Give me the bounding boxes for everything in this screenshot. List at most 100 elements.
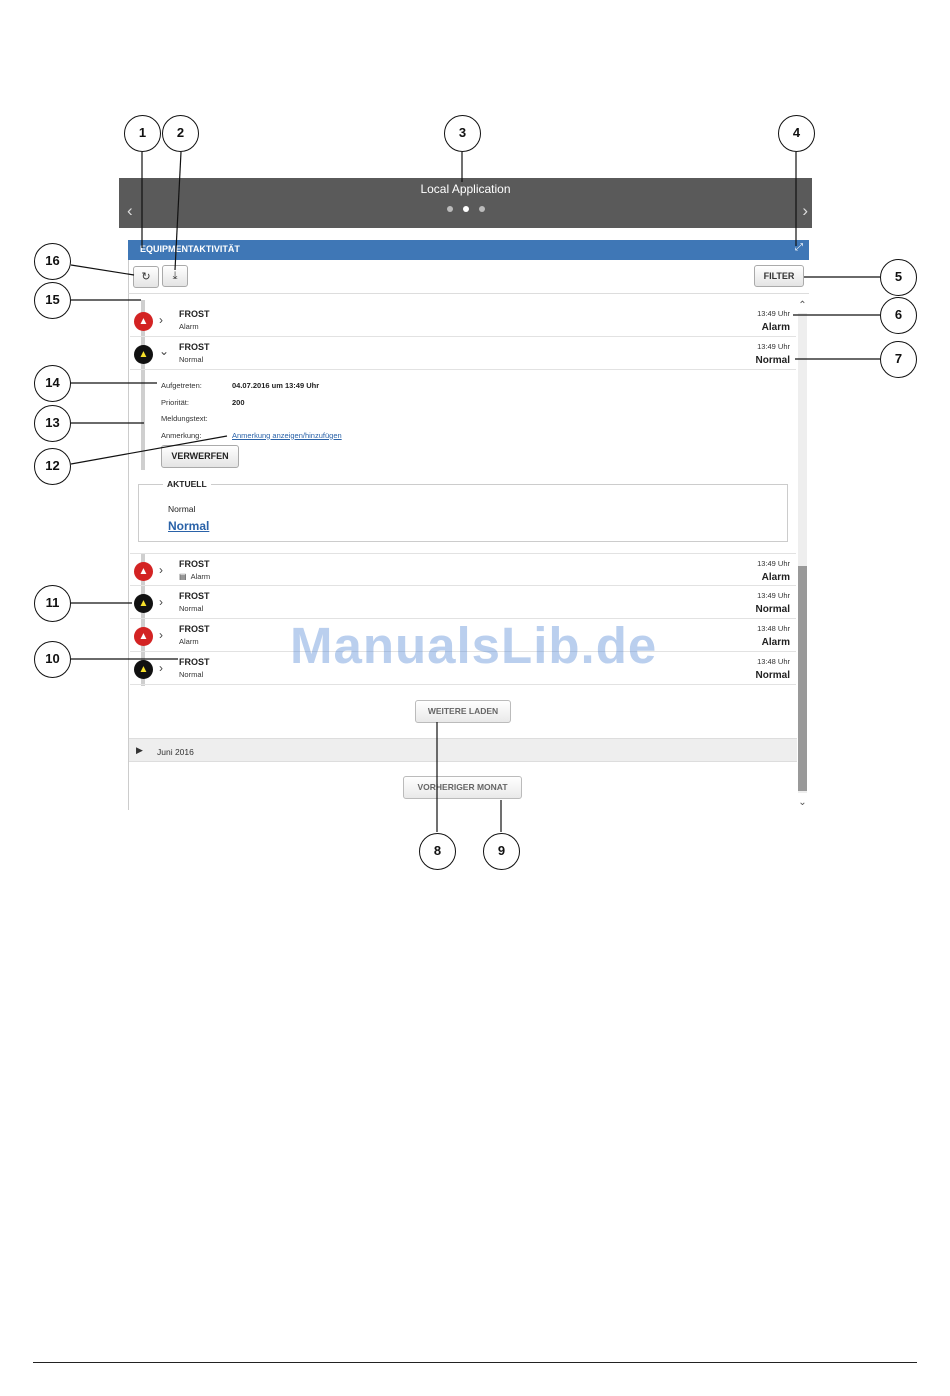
event-time: 13:49 Uhr xyxy=(757,591,790,600)
event-time: 13:49 Uhr xyxy=(757,309,790,318)
event-name: FROST xyxy=(179,342,210,352)
page-indicator xyxy=(119,206,812,212)
scrollbar-thumb[interactable] xyxy=(798,566,807,791)
chevron-right-icon[interactable]: › xyxy=(159,628,163,642)
filter-button[interactable]: FILTER xyxy=(754,265,804,287)
alarm-bell-icon: ▲ xyxy=(134,312,153,331)
chevron-right-icon[interactable]: › xyxy=(159,313,163,327)
banner-title: Local Application xyxy=(420,182,511,196)
current-state-text: Normal xyxy=(168,504,196,514)
timeline-bar xyxy=(141,553,145,686)
month-group-row[interactable]: ▶ Juni 2016 xyxy=(129,738,797,762)
event-state: Normal xyxy=(755,355,790,366)
current-state-link[interactable]: Normal xyxy=(168,519,210,533)
chevron-right-icon[interactable]: › xyxy=(159,563,163,577)
event-state-small: Alarm xyxy=(179,322,199,331)
normal-bell-icon: ▲ xyxy=(134,345,153,364)
callout-7: 7 xyxy=(880,341,917,378)
callout-16: 16 xyxy=(34,243,71,280)
event-row-expanded[interactable]: ▲ ⌄ FROST Normal 13:49 Uhr Normal xyxy=(130,337,796,370)
event-state: Alarm xyxy=(761,572,790,583)
event-row[interactable]: ▲ › FROST Alarm 13:49 Uhr Alarm xyxy=(130,304,796,337)
detail-occurred: Aufgetreten: 04.07.2016 um 13:49 Uhr xyxy=(161,381,320,390)
chevron-right-icon[interactable]: › xyxy=(159,595,163,609)
event-state: Normal xyxy=(755,604,790,615)
watermark: ManualsLib.de xyxy=(290,617,658,674)
footer-rule xyxy=(33,1362,917,1363)
event-state-small: Normal xyxy=(179,355,204,364)
alarm-bell-icon: ▲ xyxy=(134,562,153,581)
timeline-bar xyxy=(141,300,145,470)
expand-icon[interactable]: ⤢ xyxy=(795,242,803,253)
caret-right-icon[interactable]: ▶ xyxy=(136,745,143,755)
event-state-small: Normal xyxy=(179,604,204,613)
event-row[interactable]: ▲ › FROST Normal 13:49 Uhr Normal xyxy=(130,586,796,619)
dismiss-button[interactable]: VERWERFEN xyxy=(161,445,239,468)
callout-11: 11 xyxy=(34,585,71,622)
event-name: FROST xyxy=(179,559,210,569)
refresh-button[interactable]: ↻ xyxy=(133,266,159,288)
event-row[interactable]: ▲ › FROST ▤Alarm 13:49 Uhr Alarm xyxy=(130,553,796,586)
callout-5: 5 xyxy=(880,259,917,296)
previous-month-button[interactable]: VORHERIGER MONAT xyxy=(403,776,522,799)
page-dot-2[interactable] xyxy=(462,206,469,212)
event-name: FROST xyxy=(179,309,210,319)
refresh-icon: ↻ xyxy=(141,271,151,283)
detail-message: Meldungstext: xyxy=(161,414,208,423)
scroll-up-icon[interactable]: ⌃ xyxy=(798,300,807,311)
download-button[interactable]: ⤓ xyxy=(162,265,188,287)
callout-3: 3 xyxy=(444,115,481,152)
callout-13: 13 xyxy=(34,405,71,442)
download-icon: ⤓ xyxy=(172,270,178,282)
event-row[interactable]: ▲ › FROST Normal 13:48 Uhr Normal xyxy=(130,652,796,685)
alarm-bell-icon: ▲ xyxy=(134,627,153,646)
page-dot-3[interactable] xyxy=(478,206,485,212)
event-state-small: ▤Alarm xyxy=(179,572,211,581)
detail-priority: Priorität: 200 xyxy=(161,397,245,407)
event-name: FROST xyxy=(179,657,210,667)
scroll-down-icon[interactable]: ⌄ xyxy=(798,797,807,808)
month-label: Juni 2016 xyxy=(157,747,194,757)
chevron-left-icon[interactable]: ‹ xyxy=(127,201,133,220)
event-state-small: Alarm xyxy=(179,637,199,646)
normal-bell-icon: ▲ xyxy=(134,594,153,613)
chevron-down-icon[interactable]: ⌄ xyxy=(159,344,170,358)
event-state: Normal xyxy=(755,670,790,681)
callout-2: 2 xyxy=(162,115,199,152)
chevron-right-icon[interactable]: › xyxy=(802,201,808,220)
detail-note: Anmerkung: Anmerkung anzeigen/hinzufügen xyxy=(161,430,342,440)
event-state-small: Normal xyxy=(179,670,204,679)
callout-10: 10 xyxy=(34,641,71,678)
event-time: 13:48 Uhr xyxy=(757,624,790,633)
current-state-box: AKTUELL Normal Normal xyxy=(138,479,788,542)
callout-14: 14 xyxy=(34,365,71,402)
app-banner: Local Application ‹ › xyxy=(119,178,812,228)
callout-4: 4 xyxy=(778,115,815,152)
scrollbar-track[interactable] xyxy=(798,313,807,793)
current-legend: AKTUELL xyxy=(163,479,211,489)
callout-9: 9 xyxy=(483,833,520,870)
note-icon: ▤ xyxy=(179,572,187,581)
event-name: FROST xyxy=(179,624,210,634)
normal-bell-icon: ▲ xyxy=(134,660,153,679)
event-time: 13:49 Uhr xyxy=(757,559,790,568)
panel-titlebar: EQUIPMENTAKTIVITÄT ⤢ xyxy=(128,240,809,260)
event-name: FROST xyxy=(179,591,210,601)
callout-6: 6 xyxy=(880,297,917,334)
note-link[interactable]: Anmerkung anzeigen/hinzufügen xyxy=(232,430,342,440)
chevron-right-icon[interactable]: › xyxy=(159,661,163,675)
page-dot-1[interactable] xyxy=(446,206,453,212)
event-state: Alarm xyxy=(761,322,790,333)
scrollbar[interactable]: ⌃ ⌄ xyxy=(797,301,808,808)
panel-title: EQUIPMENTAKTIVITÄT xyxy=(140,244,240,254)
event-row[interactable]: ▲ › FROST Alarm 13:48 Uhr Alarm xyxy=(130,619,796,652)
callout-15: 15 xyxy=(34,282,71,319)
toolbar: ↻ ⤓ FILTER xyxy=(128,260,809,294)
callout-12: 12 xyxy=(34,448,71,485)
leader-line-16 xyxy=(70,264,135,276)
event-time: 13:48 Uhr xyxy=(757,657,790,666)
load-more-button[interactable]: WEITERE LADEN xyxy=(415,700,511,723)
callout-1: 1 xyxy=(124,115,161,152)
event-state: Alarm xyxy=(761,637,790,648)
activity-list xyxy=(128,294,798,810)
